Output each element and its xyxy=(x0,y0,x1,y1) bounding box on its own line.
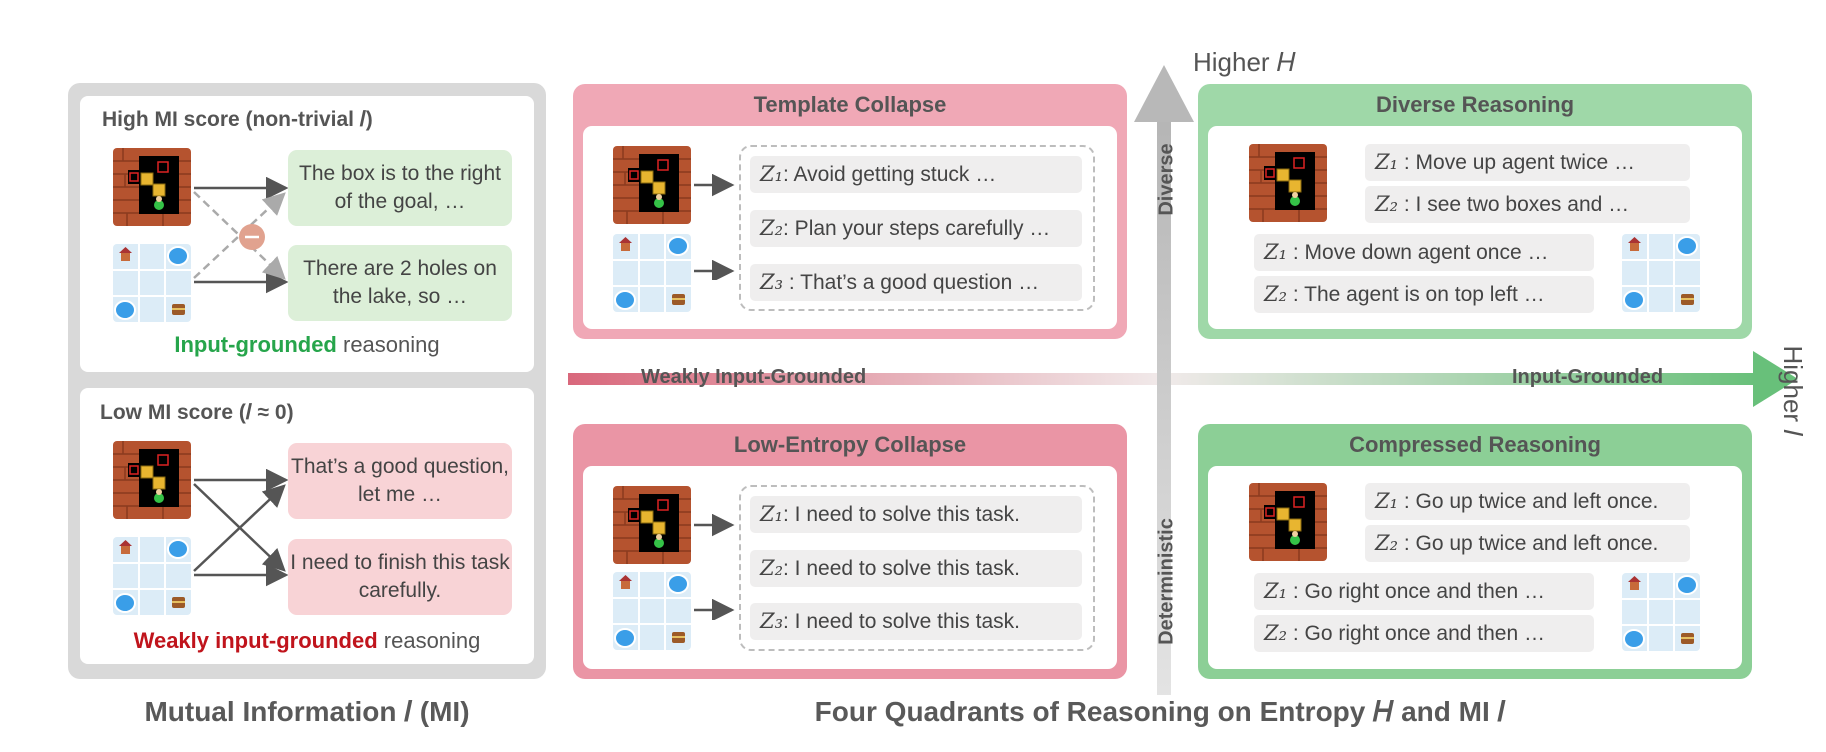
response-text: : Move up agent twice … xyxy=(1398,151,1635,174)
frozen-lake-thumbnail xyxy=(613,234,691,312)
reasoning-label: reasoning xyxy=(383,628,481,653)
sokoban-thumbnail xyxy=(613,486,691,564)
low-entropy-response-group xyxy=(739,485,1095,651)
frozen-lake-thumbnail xyxy=(113,244,191,322)
weakly-grounded-bubble-1: That’s a good question, let me … xyxy=(288,443,512,519)
z-symbol: Z₂ xyxy=(760,216,784,240)
frozen-lake-thumbnail xyxy=(113,537,191,615)
input-grounded-axis-label: Input-Grounded xyxy=(1512,366,1664,388)
low-entropy-arrows xyxy=(694,513,735,620)
response-text: : Go right once and then … xyxy=(1287,580,1546,603)
template-response-3: Z₃ : That’s a good question … xyxy=(750,264,1082,301)
z-symbol: Z₃ xyxy=(760,270,784,294)
high-mi-title: High MI score (non-trivial 𝐼) xyxy=(102,108,373,131)
weakly-input-grounded-axis-label: Weakly Input-Grounded xyxy=(641,366,867,388)
frozen-lake-thumbnail xyxy=(1622,234,1700,312)
template-arrows xyxy=(694,173,735,280)
response-text: : Go up twice and left once. xyxy=(1398,532,1659,555)
frozen-lake-thumbnail xyxy=(613,572,691,650)
deterministic-axis-label: Deterministic xyxy=(1155,518,1178,645)
reasoning-label: reasoning xyxy=(343,332,440,357)
higher-h-label: Higher 𝐻 xyxy=(1193,47,1296,77)
quadrant-axes xyxy=(568,65,1798,695)
input-grounded-bubble-1: The box is to the right of the goal, … xyxy=(288,150,512,226)
high-mi-box xyxy=(80,96,534,372)
low-mi-box xyxy=(80,388,534,664)
z-symbol: Z₂ xyxy=(1264,621,1288,645)
template-response-1: Z₁: Avoid getting stuck … xyxy=(750,156,1082,193)
diverse-response-3: Z₁ : Move down agent once … xyxy=(1254,234,1594,271)
z-symbol: Z₁ xyxy=(1264,579,1288,603)
response-text: : That’s a good question … xyxy=(783,271,1040,294)
four-quadrants-title: Four Quadrants of Reasoning on Entropy 𝐻… xyxy=(814,696,1506,727)
sokoban-thumbnail xyxy=(1249,144,1327,222)
weakly-input-grounded-label: Weakly input-grounded xyxy=(133,628,378,653)
mutual-information-title: Mutual Information 𝐼 (MI) xyxy=(144,696,470,727)
response-text: : I see two boxes and … xyxy=(1398,193,1630,216)
compressed-reasoning-title: Compressed Reasoning xyxy=(1349,432,1601,457)
sokoban-thumbnail xyxy=(1249,483,1327,561)
low-mi-title: Low MI score (𝐼 ≈ 0) xyxy=(100,401,294,424)
z-symbol: Z₂ xyxy=(1375,531,1399,555)
z-symbol: Z₂ xyxy=(760,556,784,580)
z-symbol: Z₁ xyxy=(1264,240,1288,264)
z-symbol: Z₁ xyxy=(1375,150,1399,174)
higher-h-arrowhead xyxy=(1134,65,1194,122)
low-mi-mapping-arrows xyxy=(193,468,289,587)
diverse-axis-label: Diverse xyxy=(1155,143,1178,216)
weakly-grounded-caption: Weakly input-grounded reasoning xyxy=(80,628,534,654)
compressed-response-1: Z₁ : Go up twice and left once. xyxy=(1365,483,1690,520)
higher-i-label: Higher 𝐼 xyxy=(1778,345,1808,437)
response-text: : The agent is on top left … xyxy=(1287,283,1545,306)
diverse-response-1: Z₁ : Move up agent twice … xyxy=(1365,144,1690,181)
input-grounded-caption: Input-grounded reasoning xyxy=(80,332,534,358)
response-text: : Avoid getting stuck … xyxy=(783,163,997,186)
response-text: : Go up twice and left once. xyxy=(1398,490,1659,513)
compressed-response-3: Z₁ : Go right once and then … xyxy=(1254,573,1594,610)
diverse-response-4: Z₂ : The agent is on top left … xyxy=(1254,276,1594,313)
response-text: : Move down agent once … xyxy=(1287,241,1549,264)
response-text: : Plan your steps carefully … xyxy=(783,217,1051,240)
compressed-response-4: Z₂ : Go right once and then … xyxy=(1254,615,1594,652)
higher-i-arrowhead xyxy=(1753,351,1798,407)
z-symbol: Z₂ xyxy=(1375,192,1399,216)
diverse-response-2: Z₂ : I see two boxes and … xyxy=(1365,186,1690,223)
response-text: : I need to solve this task. xyxy=(783,503,1020,526)
low-entropy-response-2: Z₂: I need to solve this task. xyxy=(750,550,1082,587)
z-symbol: Z₁ xyxy=(760,162,784,186)
response-text: : I need to solve this task. xyxy=(783,557,1020,580)
sokoban-thumbnail xyxy=(613,146,691,224)
response-text: : Go right once and then … xyxy=(1287,622,1546,645)
z-symbol: Z₃ xyxy=(760,609,784,633)
diverse-reasoning-title: Diverse Reasoning xyxy=(1375,92,1575,117)
low-entropy-collapse-title: Low-Entropy Collapse xyxy=(733,432,967,457)
low-entropy-response-1: Z₁: I need to solve this task. xyxy=(750,496,1082,533)
weakly-grounded-bubble-2: I need to finish this task carefully. xyxy=(288,539,512,615)
sokoban-thumbnail xyxy=(113,441,191,519)
z-symbol: Z₁ xyxy=(760,502,784,526)
input-grounded-bubble-2: There are 2 holes on the lake, so … xyxy=(288,245,512,321)
template-response-2: Z₂: Plan your steps carefully … xyxy=(750,210,1082,247)
high-mi-mapping-arrows xyxy=(193,176,289,294)
frozen-lake-thumbnail xyxy=(1622,573,1700,651)
response-text: : I need to solve this task. xyxy=(783,610,1020,633)
template-response-group xyxy=(739,145,1095,311)
sokoban-thumbnail xyxy=(113,148,191,226)
input-grounded-label: Input-grounded xyxy=(174,332,337,357)
z-symbol: Z₁ xyxy=(1375,489,1399,513)
compressed-response-2: Z₂ : Go up twice and left once. xyxy=(1365,525,1690,562)
low-entropy-response-3: Z₃: I need to solve this task. xyxy=(750,603,1082,640)
z-symbol: Z₂ xyxy=(1264,282,1288,306)
template-collapse-title: Template Collapse xyxy=(753,92,947,117)
